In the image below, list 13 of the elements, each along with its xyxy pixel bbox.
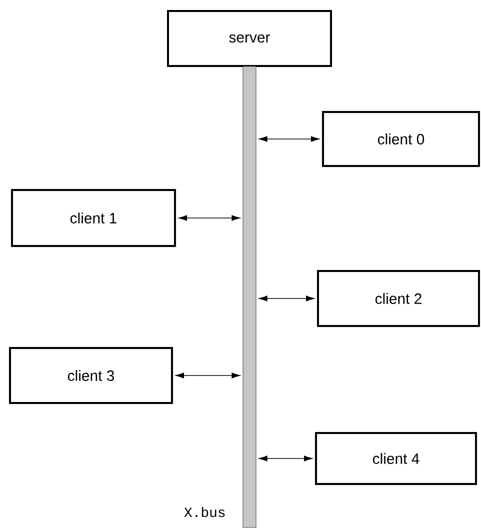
server-box: server	[167, 10, 332, 67]
bus-bar	[242, 66, 256, 528]
client-box: client 3	[9, 347, 173, 404]
client-box: client 1	[11, 189, 176, 247]
client-box: client 0	[322, 111, 480, 167]
arrow	[258, 296, 314, 302]
client-box: client 2	[317, 270, 480, 327]
bus-label: X.bus	[184, 506, 225, 518]
client-box: client 4	[315, 432, 477, 485]
arrow	[258, 136, 320, 142]
arrow	[178, 215, 240, 221]
arrow	[258, 456, 312, 462]
arrow	[176, 372, 240, 378]
